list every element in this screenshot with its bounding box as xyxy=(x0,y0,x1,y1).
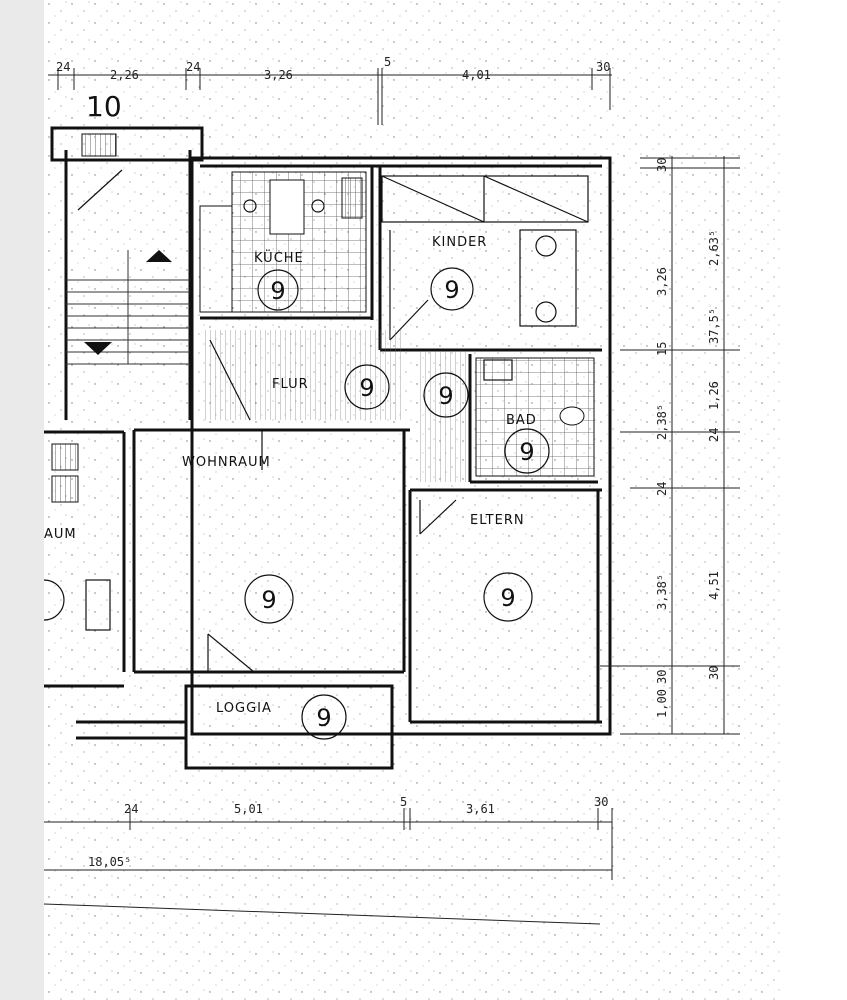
dim-right-outer-3: 1,26 xyxy=(707,381,721,410)
kitchen-stove xyxy=(269,179,305,235)
scan-noise xyxy=(44,0,784,1000)
dim-top-6: 4,01 xyxy=(462,68,491,82)
stair-up-arrow-icon xyxy=(146,250,172,262)
dim-right-inner-5: 3,38⁵ xyxy=(655,574,669,610)
svg-text:9: 9 xyxy=(270,277,285,305)
kitchen-vent xyxy=(341,177,363,219)
right-dimension-lines: 30 2,63⁵ 37,5⁵ 1,26 24 4,51 30 3,26 15 2… xyxy=(600,156,740,735)
stair-down-arrow-icon xyxy=(84,342,112,355)
marker-corridor: 9 xyxy=(423,372,469,418)
dim-bottom-4: 3,61 xyxy=(466,802,495,816)
kitchen-counter xyxy=(199,205,233,313)
room-label-kinder: KINDER xyxy=(432,235,487,250)
svg-text:9: 9 xyxy=(519,438,534,466)
room-label-flur: FLUR xyxy=(272,377,309,392)
neighbor-unit: AUM xyxy=(43,430,126,688)
marker-bad: 9 xyxy=(504,428,550,474)
room-label-wohnraum: WOHNRAUM xyxy=(182,455,271,470)
marker-wohnraum: 9 xyxy=(244,574,294,624)
dim-right-inner-1: 3,26 xyxy=(655,267,669,296)
svg-text:9: 9 xyxy=(444,276,459,304)
svg-text:9: 9 xyxy=(438,382,453,410)
dim-bottom-2: 5,01 xyxy=(234,802,263,816)
top-dimension-line: 24 2,26 24 3,26 5 4,01 30 xyxy=(48,55,612,125)
dim-right-outer-5: 4,51 xyxy=(707,571,721,600)
room-label-kitchen: KÜCHE xyxy=(254,249,304,266)
svg-text:9: 9 xyxy=(261,586,276,614)
dim-top-2: 2,26 xyxy=(110,68,139,82)
dim-right-inner-7: 30 xyxy=(655,670,669,684)
bottom-dimension-lines: 24 5,01 5 3,61 30 18,05⁵ xyxy=(43,795,613,925)
dim-total-bottom: 18,05⁵ xyxy=(88,855,131,869)
dim-right-inner-4: 24 xyxy=(655,482,669,496)
marker-eltern: 9 xyxy=(483,572,533,622)
stairwell xyxy=(50,126,204,420)
dim-top-7: 30 xyxy=(596,60,610,74)
marker-kitchen: 9 xyxy=(257,269,299,311)
svg-text:9: 9 xyxy=(316,704,331,732)
dim-bottom-3: 5 xyxy=(400,795,407,809)
dim-top-4: 3,26 xyxy=(264,68,293,82)
room-label-eltern: ELTERN xyxy=(470,513,525,528)
dim-top-5: 5 xyxy=(384,55,391,69)
dim-right-inner-2: 15 xyxy=(655,342,669,356)
neighbor-room-label: AUM xyxy=(44,527,77,542)
marker-loggia: 9 xyxy=(301,694,347,740)
dim-top-1: 24 xyxy=(56,60,70,74)
dim-right-outer-4: 24 xyxy=(707,428,721,442)
svg-text:9: 9 xyxy=(359,374,374,402)
dim-right-inner-6: 1,00 xyxy=(655,689,669,718)
dim-bottom-1: 24 xyxy=(124,802,138,816)
room-label-loggia: LOGGIA xyxy=(216,701,272,716)
dim-bottom-5: 30 xyxy=(594,795,608,809)
marker-kinder: 9 xyxy=(430,267,474,311)
dim-right-inner-3: 2,38⁵ xyxy=(655,404,669,440)
dim-right-outer-2: 2,63⁵ xyxy=(707,230,721,266)
room-label-bad: BAD xyxy=(506,413,537,428)
dim-right-outer-6: 30 xyxy=(707,666,721,680)
svg-text:9: 9 xyxy=(500,584,515,612)
dim-top-3: 24 xyxy=(186,60,200,74)
scan-margin xyxy=(0,0,44,1000)
unit-number: 10 xyxy=(86,90,122,123)
dim-right-small: 37,5⁵ xyxy=(707,308,721,344)
hall-floor xyxy=(202,330,402,420)
kinder-bed xyxy=(519,229,577,327)
marker-flur: 9 xyxy=(344,364,390,410)
dim-right-outer-1: 30 xyxy=(655,158,669,172)
